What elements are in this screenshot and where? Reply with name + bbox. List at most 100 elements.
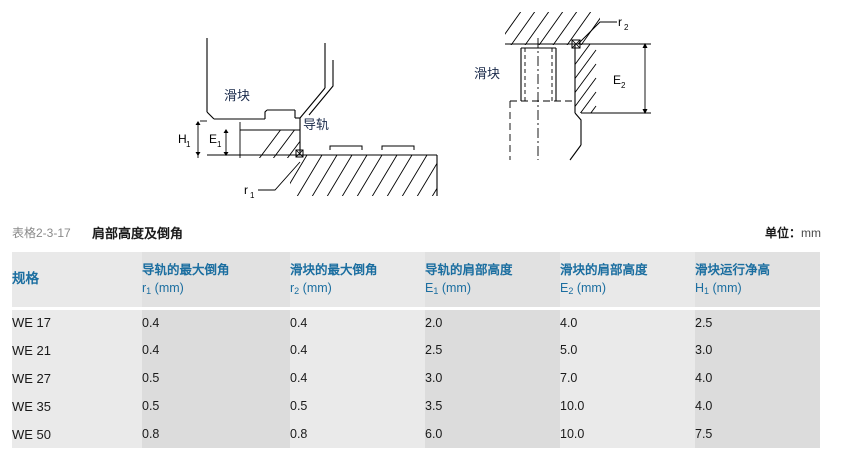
column-header-h1-title: 滑块运行净高 [695,263,771,278]
base-hatching [290,155,437,196]
table-header-row: 规格 导轨的最大倒角 r1 (mm) 滑块的最大倒角 r2 (mm) 导轨的肩部… [12,252,820,308]
left-rail-label: 导轨 [303,117,329,132]
column-header-e2-title: 滑块的肩部高度 [560,263,648,278]
cell-spec: WE 21 [12,336,142,364]
column-header-r1-symbol: r1 (mm) [142,281,184,297]
slider-left-chamfer [206,111,215,120]
column-header-h1: 滑块运行净高 H1 (mm) [695,252,820,308]
unit-value: mm [801,226,821,240]
cell-r1: 0.4 [142,336,290,364]
column-header-e1: 导轨的肩部高度 E1 (mm) [425,252,560,308]
column-header-r1-title: 导轨的最大倒角 [142,263,230,278]
r2-leader [577,21,617,45]
cell-e1: 6.0 [425,420,560,448]
column-header-r2-title: 滑块的最大倒角 [290,263,378,278]
column-header-r1: 导轨的最大倒角 r1 (mm) [142,252,290,308]
cell-e2: 10.0 [560,420,695,448]
right-slider-label: 滑块 [474,66,500,81]
cell-h1: 4.0 [695,392,820,420]
slider-notch [264,109,268,119]
cell-e1: 2.5 [425,336,560,364]
table-number: 表格2-3-17 [12,226,71,240]
cell-r2: 0.4 [290,364,425,392]
cell-r2: 0.8 [290,420,425,448]
cell-r2: 0.5 [290,392,425,420]
r1-leader [258,161,301,191]
cell-spec: WE 17 [12,306,142,336]
cell-e2: 7.0 [560,364,695,392]
cell-spec: WE 27 [12,364,142,392]
e1-dimension-sub: 1 [217,140,222,149]
unit-label: 单位： [764,226,801,240]
cell-r1: 0.4 [142,306,290,336]
cell-h1: 4.0 [695,364,820,392]
column-header-spec: 规格 [12,252,142,308]
table-header: 规格 导轨的最大倒角 r1 (mm) 滑块的最大倒角 r2 (mm) 导轨的肩部… [12,252,820,308]
shoulder-height-chamfer-table: 规格 导轨的最大倒角 r1 (mm) 滑块的最大倒角 r2 (mm) 导轨的肩部… [12,252,820,448]
right-block-lower [574,112,582,145]
slider-incline-outer [308,60,334,116]
e1-arrow-up [223,129,229,133]
e2-arrow-down [642,109,648,114]
cell-r2: 0.4 [290,306,425,336]
r1-chamfer-x [295,149,304,158]
cell-r1: 0.5 [142,392,290,420]
cell-e1: 2.0 [425,306,560,336]
cell-h1: 7.5 [695,420,820,448]
cell-r1: 0.5 [142,364,290,392]
cell-r1: 0.8 [142,420,290,448]
table-unit-note: 单位：mm [765,224,821,241]
table-caption-row: 表格2-3-17 肩部高度及倒角 单位：mm [0,220,843,248]
e2-dimension-sub: 2 [621,81,626,90]
cell-r2: 0.4 [290,336,425,364]
column-header-r2-symbol: r2 (mm) [290,281,332,297]
e1-arrow-down [223,152,229,156]
cell-h1: 3.0 [695,336,820,364]
cell-e2: 4.0 [560,306,695,336]
rail-hatching [257,130,300,158]
right-block-chamfer-bottom [569,144,582,161]
right-diagram-group [505,12,651,161]
surface-mark-1 [329,145,363,150]
cell-h1: 2.5 [695,306,820,336]
column-header-e1-title: 导轨的肩部高度 [425,263,513,278]
column-header-spec-title: 规格 [12,271,39,287]
diagram-area: 滑块 导轨 滑块 H 1 E 1 r 1 E 2 r 2 [0,0,843,212]
e2-arrow-up [642,43,648,48]
column-header-e1-symbol: E1 (mm) [425,281,471,297]
surface-mark-2 [381,145,415,150]
r2-chamfer-x [571,39,581,49]
slider-incline-lower [299,87,326,119]
column-header-e2: 滑块的肩部高度 E2 (mm) [560,252,695,308]
r2-dimension-sub: 2 [624,23,629,32]
r2-dimension-label: r [618,15,622,29]
table-title: 肩部高度及倒角 [92,226,184,241]
h1-arrow-down [195,152,201,156]
h1-dimension-sub: 1 [186,140,191,149]
left-diagram-group [195,38,438,196]
e2-dimension-label: E [613,73,621,87]
h1-dimension-label: H [178,132,187,146]
cell-e2: 5.0 [560,336,695,364]
spec-table-container: 规格 导轨的最大倒角 r1 (mm) 滑块的最大倒角 r2 (mm) 导轨的肩部… [12,252,820,448]
column-header-e2-symbol: E2 (mm) [560,281,606,297]
cell-e1: 3.5 [425,392,560,420]
cell-e2: 10.0 [560,392,695,420]
technical-drawings-svg: 滑块 导轨 滑块 H 1 E 1 r 1 E 2 r 2 [178,12,651,200]
column-header-h1-symbol: H1 (mm) [695,281,742,297]
e1-dimension-label: E [209,132,217,146]
h1-arrow-up [195,121,201,125]
right-top-hatching [505,12,600,45]
cell-spec: WE 50 [12,420,142,448]
right-side-hatching [575,44,597,113]
left-slider-label: 滑块 [224,88,250,103]
cell-spec: WE 35 [12,392,142,420]
cell-e1: 3.0 [425,364,560,392]
r1-dimension-sub: 1 [250,191,255,200]
